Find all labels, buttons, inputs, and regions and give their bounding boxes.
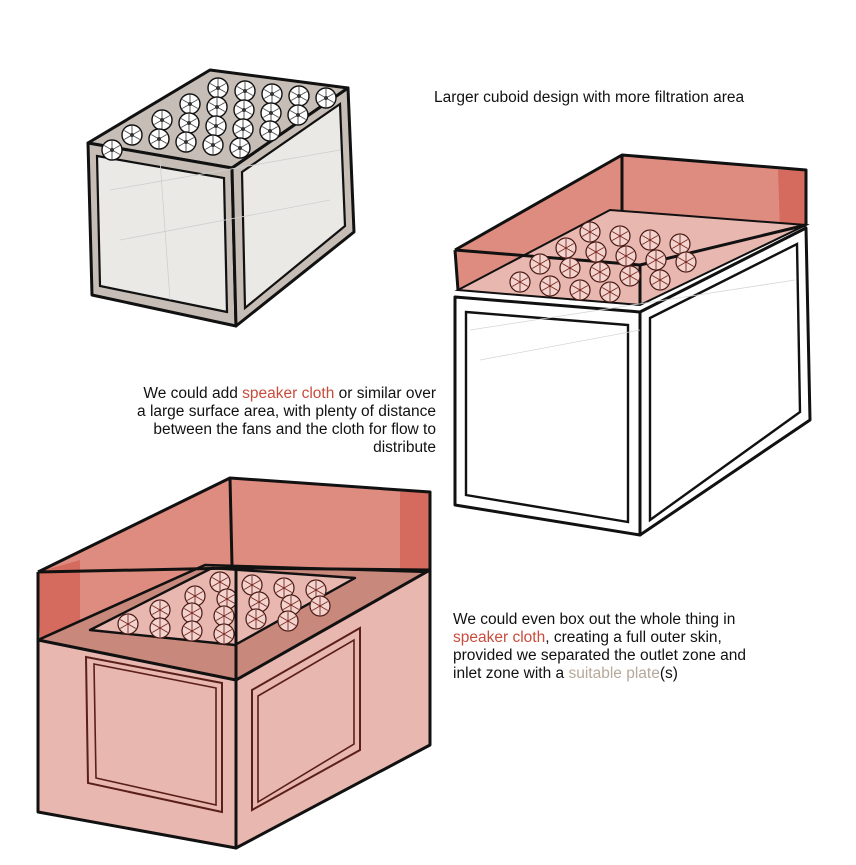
caption-top: Larger cuboid design with more filtratio…	[434, 89, 745, 106]
caption-middle-line1: We could add speaker cloth or similar ov…	[80, 385, 436, 403]
caption-middle-line1-post: or similar over	[334, 385, 436, 402]
cloth-top-cuboid-sketch	[453, 153, 812, 537]
lower-box-side	[234, 568, 432, 850]
caption-bottom-line4-post: (s)	[659, 665, 678, 682]
caption-middle-line3: between the fans and the cloth for flow …	[153, 421, 436, 438]
caption-bottom-line1: We could even box out the whole thing in	[453, 611, 736, 628]
caption-bottom: We could even box out the whole thing in…	[453, 611, 793, 683]
caption-middle-line4: distribute	[373, 439, 436, 456]
caption-bottom-line4-pre: inlet zone with a	[453, 665, 569, 682]
caption-bottom-line4: inlet zone with a suitable plate(s)	[453, 665, 793, 683]
white-box-side	[638, 226, 812, 537]
caption-middle-line1-pre: We could add	[143, 385, 243, 402]
speaker-cloth-highlight-2: speaker cloth	[453, 629, 546, 646]
caption-middle: We could add speaker cloth or similar ov…	[80, 385, 436, 457]
caption-bottom-line3: provided we separated the outlet zone an…	[453, 647, 746, 664]
caption-bottom-line2-post: , creating a full outer skin,	[545, 629, 722, 646]
small-cuboid-sketch	[86, 68, 356, 328]
caption-bottom-line2: speaker cloth, creating a full outer ski…	[453, 629, 793, 647]
speaker-cloth-highlight: speaker cloth	[242, 385, 335, 402]
full-cloth-box-sketch	[36, 476, 432, 850]
suitable-plate-highlight: suitable plate	[568, 665, 660, 682]
caption-middle-line2: a large surface area, with plenty of dis…	[137, 403, 436, 420]
white-box-front	[453, 295, 642, 537]
